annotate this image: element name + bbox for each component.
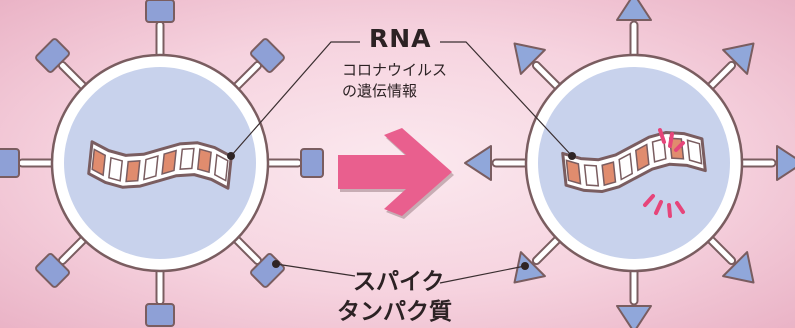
spike-leader-right	[439, 265, 526, 284]
virus-before	[0, 0, 324, 327]
spike-head-triangle	[616, 305, 652, 328]
spike-protein-label-line-2: タンパク質	[337, 299, 452, 325]
spike-stalk	[533, 62, 563, 92]
rna-dot-left	[227, 152, 235, 160]
spike-head-rect	[35, 38, 70, 73]
spike-head-rect	[0, 148, 20, 178]
spike-head-triangle	[513, 42, 546, 75]
rna-dot-right	[568, 152, 576, 160]
rna-segment	[91, 148, 107, 177]
leader-lines	[230, 41, 573, 284]
rna-segment	[686, 139, 703, 165]
spike-stalk	[533, 234, 563, 264]
burst-mark	[667, 203, 672, 218]
spike-head-triangle	[464, 145, 492, 181]
rna-leader-left	[230, 41, 360, 157]
rna-label: RNA	[369, 24, 432, 53]
burst-mark	[668, 132, 674, 148]
rna-segment	[179, 147, 195, 170]
spike-dot-left	[272, 260, 280, 268]
spike-stalk	[231, 234, 261, 264]
rna-segment	[565, 159, 582, 185]
rna-strand	[87, 140, 233, 190]
rna-description: コロナウイルス の遺伝情報	[342, 60, 447, 102]
rna-segment	[651, 137, 667, 163]
rna-band	[87, 140, 233, 190]
spike-stalk	[705, 62, 735, 92]
spike-head-triangle	[776, 145, 795, 181]
rna-segment	[196, 148, 212, 174]
burst-mark	[674, 141, 685, 152]
spike-stalk	[231, 62, 261, 92]
rna-description-line-1: コロナウイルス	[342, 61, 448, 79]
virus-after	[464, 0, 795, 328]
rna-segment	[161, 149, 177, 175]
rna-segment	[583, 164, 600, 187]
burst-mark	[643, 194, 655, 207]
spike-head-triangle	[722, 251, 755, 284]
spike-head-triangle	[722, 42, 755, 75]
spike-stalk	[59, 234, 89, 264]
rna-segment	[125, 160, 141, 183]
burst-mark	[675, 201, 685, 214]
rna-segment	[601, 161, 617, 187]
rna-segment	[213, 153, 229, 182]
rna-segment	[634, 143, 650, 172]
spike-head-rect	[300, 148, 324, 178]
rna-segment	[143, 155, 159, 181]
rna-segment	[108, 156, 124, 182]
spike-stalk	[705, 234, 735, 264]
spike-head-rect	[145, 0, 175, 23]
spike-head-triangle	[616, 0, 652, 21]
spike-dot-right	[521, 262, 529, 270]
right-arrow-icon	[338, 128, 454, 219]
spike-protein-label-line-1: スパイク	[353, 269, 445, 295]
rna-segment	[618, 152, 634, 181]
spike-head-rect	[145, 303, 175, 327]
spike-head-rect	[250, 38, 285, 73]
spike-head-rect	[35, 253, 70, 288]
leader-dots	[227, 152, 576, 270]
burst-mark	[654, 200, 663, 215]
burst-mark	[658, 128, 666, 144]
rna-leader-right	[440, 41, 573, 157]
burst-marks-icon	[643, 128, 685, 218]
rna-description-line-2: の遺伝情報	[342, 82, 418, 100]
spike-stalk	[59, 62, 89, 92]
spike-leader-left	[275, 263, 356, 277]
